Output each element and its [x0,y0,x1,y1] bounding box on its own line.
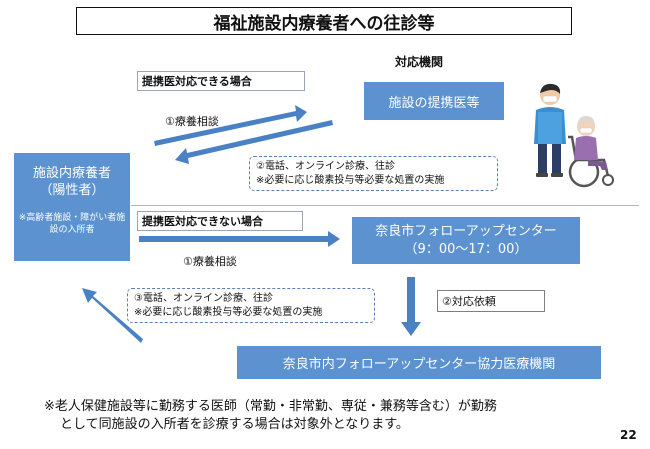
step2-callout: ②電話、オンライン診療、往診 ※必要に応じ酸素投与等必要な処置の実施 [249,156,498,191]
step3-callout: ③電話、オンライン診療、往診 ※必要に応じ酸素投与等必要な処置の実施 [127,288,375,323]
column-heading: 対応機関 [395,55,444,69]
arrow-consult-to-center [139,231,340,247]
case-label-with-partner: 提携医対応できる場合 [137,71,305,91]
section-divider [131,205,639,206]
followup-center-name: 奈良市フォローアップセンター [375,223,557,239]
step3-callout-line2: ※必要に応じ酸素投与等必要な処置の実施 [134,307,323,318]
arrow-center-to-institutions [401,277,421,336]
followup-center-hours: （9：00～17：00） [404,241,528,257]
step3-callout-line1: ③電話、オンライン診療、往診 [134,293,273,304]
page-title: 福祉施設内療養者への往診等 [76,7,572,35]
arrow-consult-to-partner [154,105,307,146]
caregiver-wheelchair-illustration [534,83,614,188]
step2-callout-line1: ②電話、オンライン診療、往診 [256,161,395,172]
footnote-line2: として同施設の入所者を診療する場合は対象外となります。 [60,417,409,432]
case-label-without-partner: 提携医対応できない場合 [137,211,303,231]
patient-title: 施設内療養者 [32,166,111,181]
step2-request-label: ②対応依頼 [437,290,545,312]
arrow-partner-to-patient [175,120,333,164]
step1-bottom-label: ①療養相談 [183,255,237,268]
footnote-line1: ※老人保健施設等に勤務する医師（常勤・非常勤、専従・兼務等含む）が勤務 [44,399,497,414]
partner-doctor-box: 施設の提携医等 [364,82,504,120]
step1-top-label: ①療養相談 [165,115,219,128]
cooperating-institutions-box: 奈良市内フォローアップセンター協力医療機関 [237,346,601,379]
step2-callout-line2: ※必要に応じ酸素投与等必要な処置の実施 [256,175,445,186]
patient-box: 施設内療養者 （陽性者） ※高齢者施設・障がい者施設の入所者 [14,153,130,261]
patient-subtitle: （陽性者） [39,183,105,198]
followup-center-box: 奈良市フォローアップセンター （9：00～17：00） [352,217,580,264]
patient-note: ※高齢者施設・障がい者施設の入所者 [18,213,126,235]
arrow-institutions-to-patient [82,288,143,343]
page-number: 22 [620,428,637,442]
